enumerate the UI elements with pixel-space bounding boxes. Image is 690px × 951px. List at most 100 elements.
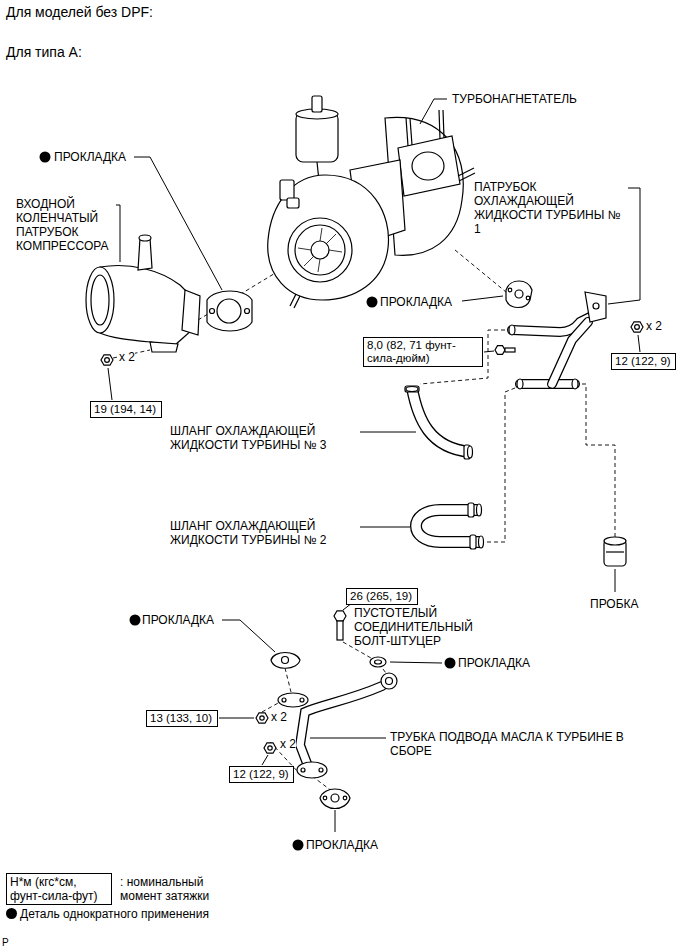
coolant-hose [468,503,474,517]
single-use-dot [293,840,304,851]
turbocharger [412,152,444,180]
legend-text: : номинальный момент затяжки [120,875,230,903]
oil-feed-pipe [300,686,382,766]
leader-line [222,620,275,652]
quantity: x 2 [280,737,296,751]
compressor-inlet-elbow [105,358,110,363]
figure-code: P [2,936,9,949]
coolant-pipe [552,322,588,384]
torque-box: 12 (122, 9) [229,766,294,783]
compressor-inlet-elbow [138,238,152,270]
torque-box: 26 (265, 19) [346,588,418,605]
turbocharger [320,228,322,241]
coolant-hose [405,386,473,459]
torque-box: 12 (122, 9) [611,353,676,370]
gasket [245,309,250,314]
assembly-line [113,250,615,792]
part-name: ТУРБОНАГНЕТАТЕЛЬ [452,92,577,106]
box-text: 13 (133, 10) [150,712,214,725]
leader-line [84,99,640,832]
single-use-dot [40,152,51,163]
page-title: Для моделей без DPF: [6,4,153,21]
box-text: 8,0 (82, 71 фунт-сила-дюйм) [367,339,479,365]
part-name: ШЛАНГ ОХЛАЖДАЮЩЕЙ ЖИДКОСТИ ТУРБИНЫ № 3 [170,424,360,452]
box-text: 19 (194, 14) [94,403,158,416]
coolant-hose [405,386,419,392]
turbocharger [327,234,336,243]
turbocharger [410,118,412,145]
oil-feed-pipe [297,762,327,778]
oil-feed-pipe [334,611,346,621]
coolant-hose [412,388,470,452]
plug [604,537,626,545]
turbocharger [268,175,389,300]
turbocharger [443,110,444,138]
leader-line [219,718,254,719]
oil-feed-pipe [264,743,276,753]
leader-line [310,738,386,739]
single-use-dot [367,297,378,308]
part-name: ПРОКЛАДКА [306,838,378,852]
leader-line [615,569,616,592]
compressor-inlet-elbow [150,342,178,352]
compressor-inlet-elbow [101,355,113,365]
coolant-hose [468,446,473,458]
part-name: ПРОКЛАДКА [380,295,452,309]
assembly-line [575,384,615,538]
legend-swatch [6,908,17,919]
box-text: 12 (122, 9) [615,355,672,368]
subtitle: Для типа A: [6,44,82,61]
gasket [526,296,530,300]
part-name: ПУСТОТЕЛЫЙ СОЕДИНИТЕЛЬНЫЙ БОЛТ-ШТУЦЕР [354,606,504,648]
coolant-hose [406,387,418,392]
oil-feed-pipe [337,621,343,640]
plug [604,537,626,566]
oil-feed-pipe [320,789,350,809]
quantity: x 2 [271,710,287,724]
leader-line [420,99,447,124]
compressor-inlet-elbow [91,275,109,325]
turbocharger [290,294,296,306]
box-text: Н*м (кгс*см, фунт-сила-фут) [10,875,108,903]
coolant-hose [416,503,484,549]
coolant-pipe [585,292,606,322]
plug [606,551,624,552]
quantity: x 2 [646,319,662,333]
oil-feed-pipe [278,693,308,707]
gasket [506,281,532,308]
part-name: ПАТРУБОК ОХЛАЖДАЮЩЕЙ ЖИДКОСТИ ТУРБИНЫ № … [474,180,624,236]
oil-feed-pipe [268,746,272,750]
oil-feed-pipe [260,716,264,720]
coolant-pipe [572,379,578,389]
leader-line [390,662,442,663]
coolant-pipe [495,292,643,389]
leader-line [262,755,268,765]
turbocharger [312,96,322,112]
turbocharger [298,248,311,250]
box-text: 26 (265, 19) [350,590,414,603]
turbocharger [318,259,320,272]
coolant-hose [412,388,470,452]
coolant-pipe [495,346,505,355]
coolant-pipe [509,325,515,335]
coolant-hose [470,535,476,549]
oil-feed-pipe [381,673,397,689]
gasket [207,291,252,331]
oil-feed-pipe [375,660,382,664]
gasket [217,299,241,323]
coolant-pipe [593,303,599,309]
oil-feed-pipe [323,796,327,800]
coolant-pipe [552,322,588,384]
coolant-pipe [631,322,643,332]
part-name: ШЛАНГ ОХЛАЖДАЮЩЕЙ ЖИДКОСТИ ТУРБИНЫ № 2 [170,519,360,547]
torque-box: 8,0 (82, 71 фунт-сила-дюйм) [363,337,483,367]
leader-line [335,810,336,832]
turbocharger [294,296,300,308]
quantity: x 2 [119,350,135,364]
oil-feed-pipe [386,678,393,685]
turbocharger [329,250,342,252]
turbocharger [280,180,294,200]
box-text: 12 (122, 9) [233,768,290,781]
legend-unit-box: Н*м (кгс*см, фунт-сила-фут) [6,873,112,905]
